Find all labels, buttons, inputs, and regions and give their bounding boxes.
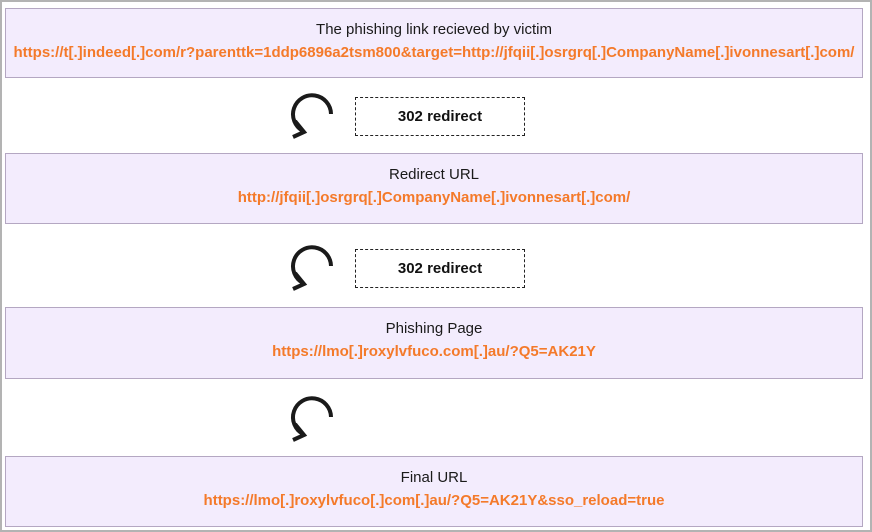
step-phishing-link: The phishing link recieved by victim htt… bbox=[5, 8, 863, 78]
step-title: The phishing link recieved by victim bbox=[316, 21, 552, 38]
step-title: Phishing Page bbox=[385, 320, 483, 337]
transition-label: 302 redirect bbox=[355, 97, 525, 136]
step-url: https://lmo[.]roxylvfuco[.]com[.]au/?Q5=… bbox=[203, 492, 665, 509]
redirect-arrow-icon bbox=[291, 396, 333, 442]
redirect-arrow-icon bbox=[291, 245, 333, 291]
step-title: Final URL bbox=[400, 469, 468, 486]
step-phishing-page: Phishing Page https://lmo[.]roxylvfuco.c… bbox=[5, 307, 863, 379]
step-url: https://lmo[.]roxylvfuco.com[.]au/?Q5=AK… bbox=[272, 343, 596, 360]
step-title: Redirect URL bbox=[388, 166, 480, 183]
transition-label: 302 redirect bbox=[355, 249, 525, 288]
redirect-arrow-icon bbox=[291, 93, 333, 139]
step-url: http://jfqii[.]osrgrq[.]CompanyName[.]iv… bbox=[237, 189, 631, 206]
step-redirect-url: Redirect URL http://jfqii[.]osrgrq[.]Com… bbox=[5, 153, 863, 224]
step-final-url: Final URL https://lmo[.]roxylvfuco[.]com… bbox=[5, 456, 863, 527]
step-url: https://t[.]indeed[.]com/r?parenttk=1ddp… bbox=[13, 44, 855, 61]
